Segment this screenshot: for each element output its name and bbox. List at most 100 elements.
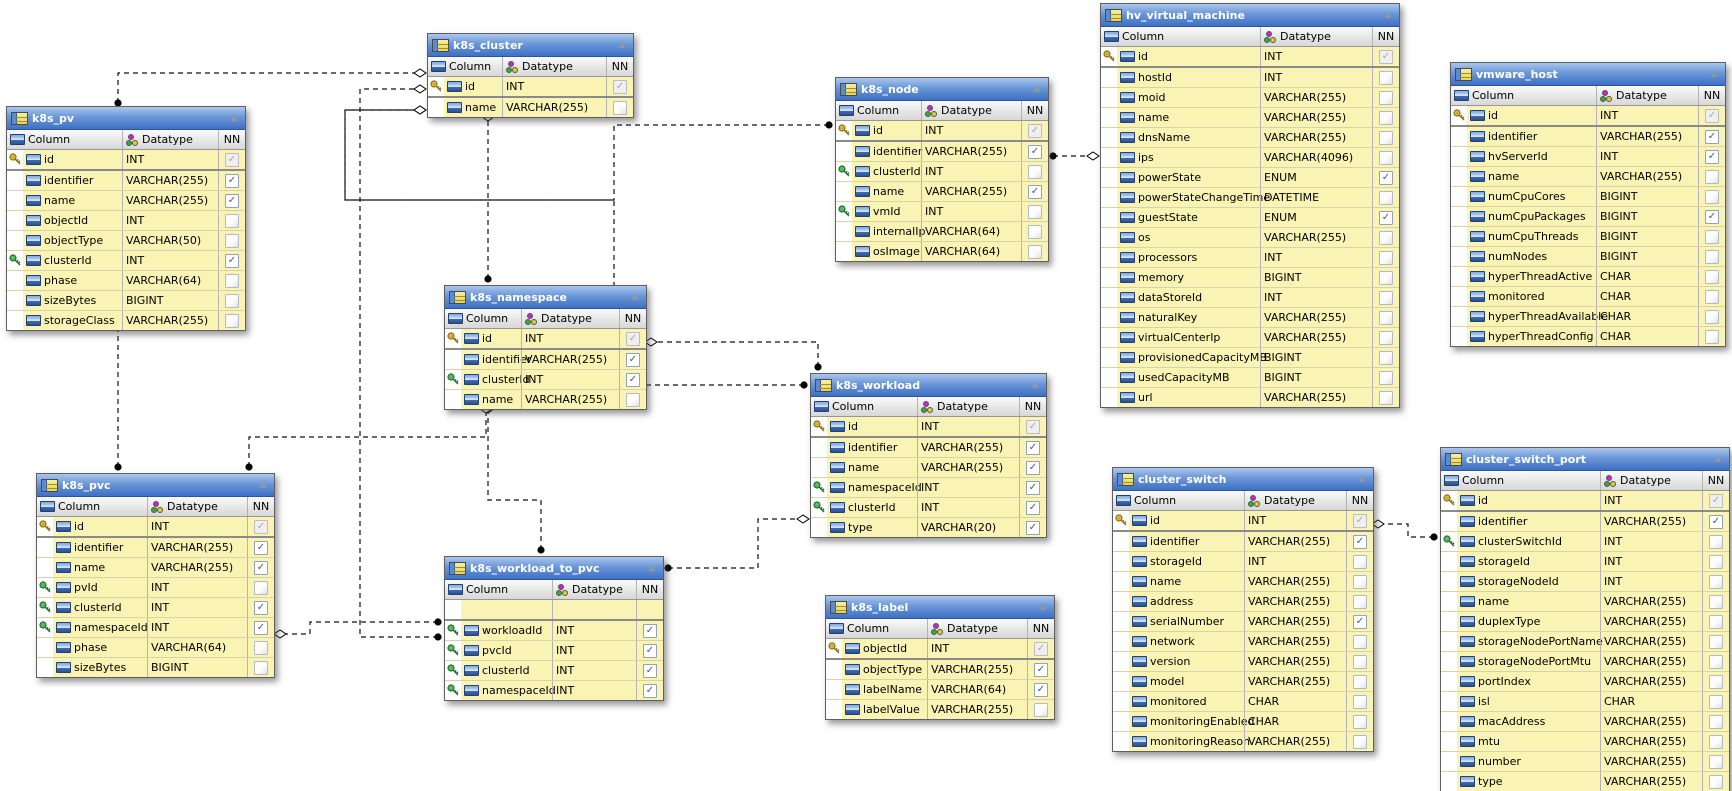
nn-checkbox[interactable] — [1379, 150, 1393, 165]
nn-checkbox[interactable] — [225, 293, 239, 308]
nn-checkbox[interactable] — [1379, 130, 1393, 145]
nn-checkbox[interactable] — [1709, 774, 1723, 789]
nn-checkbox[interactable] — [1705, 289, 1719, 304]
nn-checkbox[interactable] — [1026, 480, 1040, 495]
relationship-line[interactable] — [344, 109, 829, 201]
nn-checkbox[interactable] — [254, 600, 268, 615]
collapse-icon[interactable]: ▲ — [1710, 68, 1718, 79]
nn-checkbox[interactable] — [225, 213, 239, 228]
collapse-icon[interactable]: ▲ — [631, 291, 639, 302]
table-k8s_label[interactable]: k8s_label▲ColumnDatatypeNNobjectIdINTobj… — [825, 595, 1055, 720]
relationship-line[interactable] — [668, 518, 803, 569]
nn-checkbox[interactable] — [1705, 129, 1719, 144]
nn-checkbox[interactable] — [1026, 419, 1040, 434]
nn-checkbox[interactable] — [1709, 654, 1723, 669]
nn-checkbox[interactable] — [1379, 250, 1393, 265]
nn-checkbox[interactable] — [643, 663, 657, 678]
nn-checkbox[interactable] — [1709, 634, 1723, 649]
nn-checkbox[interactable] — [1028, 144, 1042, 159]
nn-checkbox[interactable] — [1709, 514, 1723, 529]
nn-checkbox[interactable] — [1379, 49, 1393, 64]
nn-checkbox[interactable] — [1034, 682, 1048, 697]
relationship-line[interactable] — [359, 88, 438, 638]
nn-checkbox[interactable] — [1379, 290, 1393, 305]
nn-checkbox[interactable] — [1026, 460, 1040, 475]
collapse-icon[interactable]: ▲ — [1358, 473, 1366, 484]
nn-checkbox[interactable] — [1709, 714, 1723, 729]
nn-checkbox[interactable] — [1379, 390, 1393, 405]
nn-checkbox[interactable] — [1705, 189, 1719, 204]
nn-checkbox[interactable] — [1709, 674, 1723, 689]
nn-checkbox[interactable] — [1379, 170, 1393, 185]
relationship-k8s_pvc.pvId-k8s_pv.id[interactable] — [111, 317, 125, 471]
nn-checkbox[interactable] — [1379, 270, 1393, 285]
collapse-icon[interactable]: ▲ — [1039, 601, 1047, 612]
table-cluster_switch[interactable]: cluster_switch▲ColumnDatatypeNNidINTiden… — [1112, 467, 1374, 752]
nn-checkbox[interactable] — [1028, 244, 1042, 259]
nn-checkbox[interactable] — [613, 100, 627, 115]
nn-checkbox[interactable] — [1026, 500, 1040, 515]
nn-checkbox[interactable] — [1353, 654, 1367, 669]
nn-checkbox[interactable] — [1353, 734, 1367, 749]
nn-checkbox[interactable] — [1709, 694, 1723, 709]
table-vmware_host[interactable]: vmware_host▲ColumnDatatypeNNidINTidentif… — [1450, 62, 1726, 347]
nn-checkbox[interactable] — [254, 560, 268, 575]
nn-checkbox[interactable] — [1353, 714, 1367, 729]
nn-checkbox[interactable] — [1353, 614, 1367, 629]
nn-checkbox[interactable] — [1705, 149, 1719, 164]
nn-checkbox[interactable] — [1028, 184, 1042, 199]
nn-checkbox[interactable] — [626, 331, 640, 346]
table-k8s_pv[interactable]: k8s_pv▲ColumnDatatypeNNidINTidentifierVA… — [6, 106, 246, 331]
nn-checkbox[interactable] — [1709, 534, 1723, 549]
nn-checkbox[interactable] — [1028, 224, 1042, 239]
nn-checkbox[interactable] — [1028, 164, 1042, 179]
table-k8s_namespace[interactable]: k8s_namespace▲ColumnDatatypeNNidINTident… — [444, 285, 647, 410]
relationship-k8s_pv.clusterId-k8s_cluster.id[interactable] — [114, 68, 427, 107]
nn-checkbox[interactable] — [626, 392, 640, 407]
nn-checkbox[interactable] — [626, 372, 640, 387]
relationship-k8s_workload_to_pvc.clusterId-k8s_cluster.id[interactable] — [359, 84, 442, 641]
